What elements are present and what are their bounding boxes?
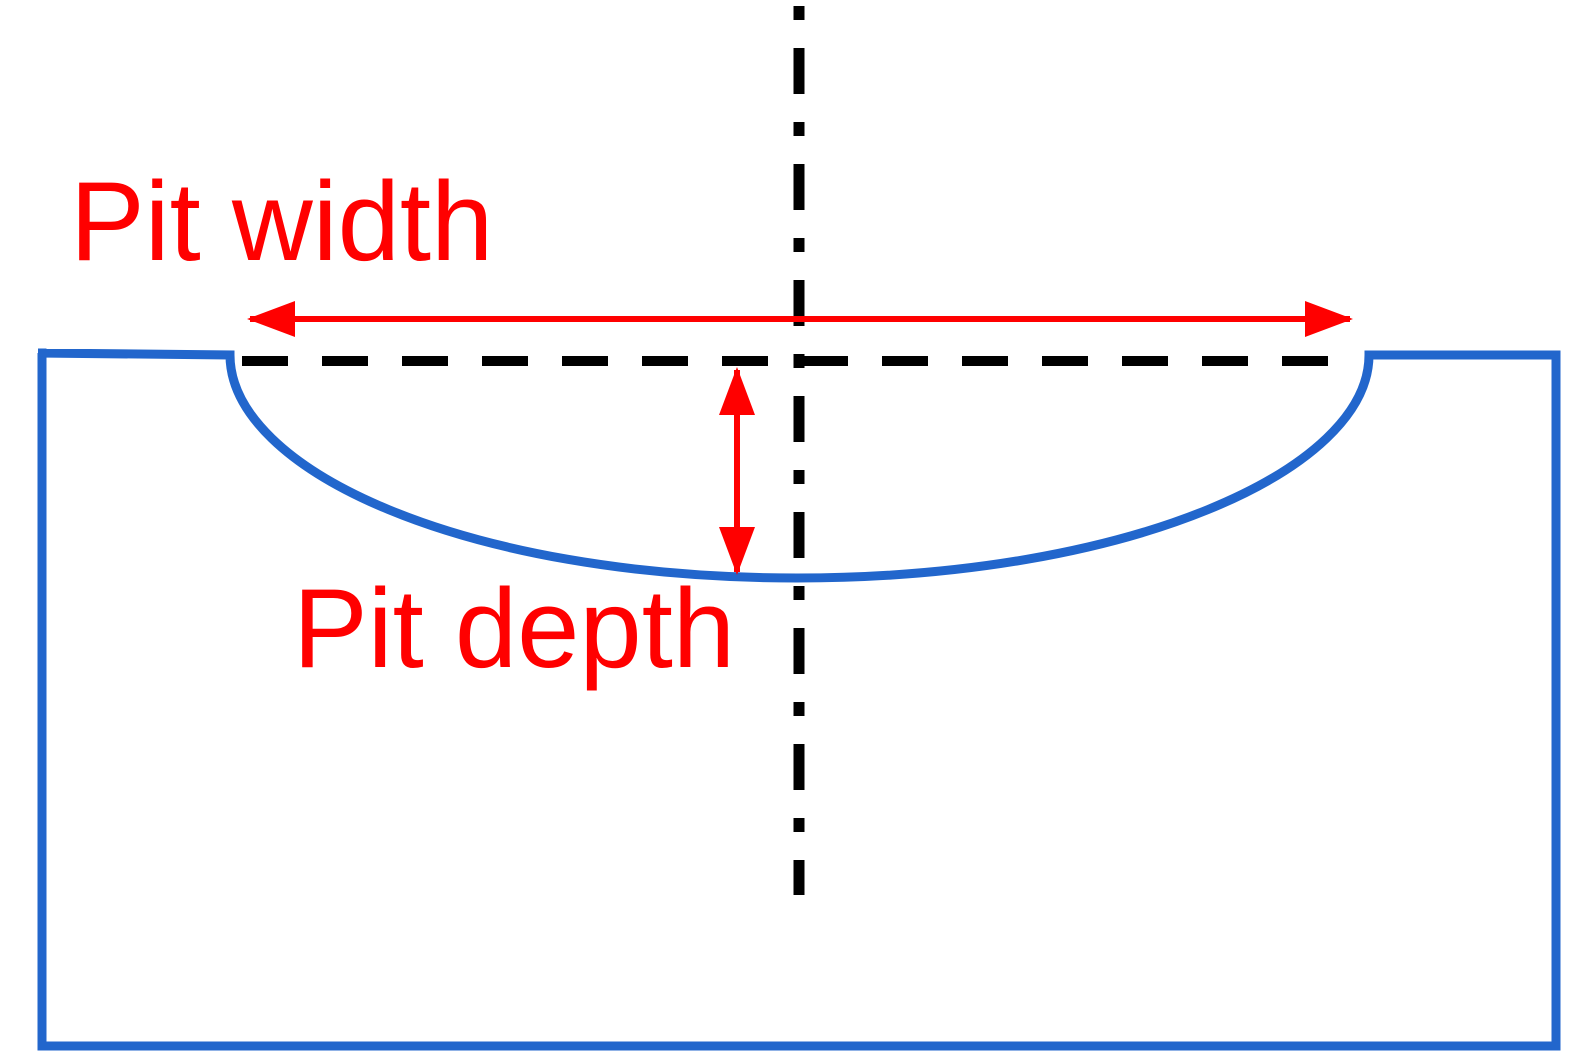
pit-width-label: Pit width	[70, 159, 493, 284]
specimen-outline	[37, 348, 1561, 1051]
pit-depth-label: Pit depth	[293, 566, 735, 691]
